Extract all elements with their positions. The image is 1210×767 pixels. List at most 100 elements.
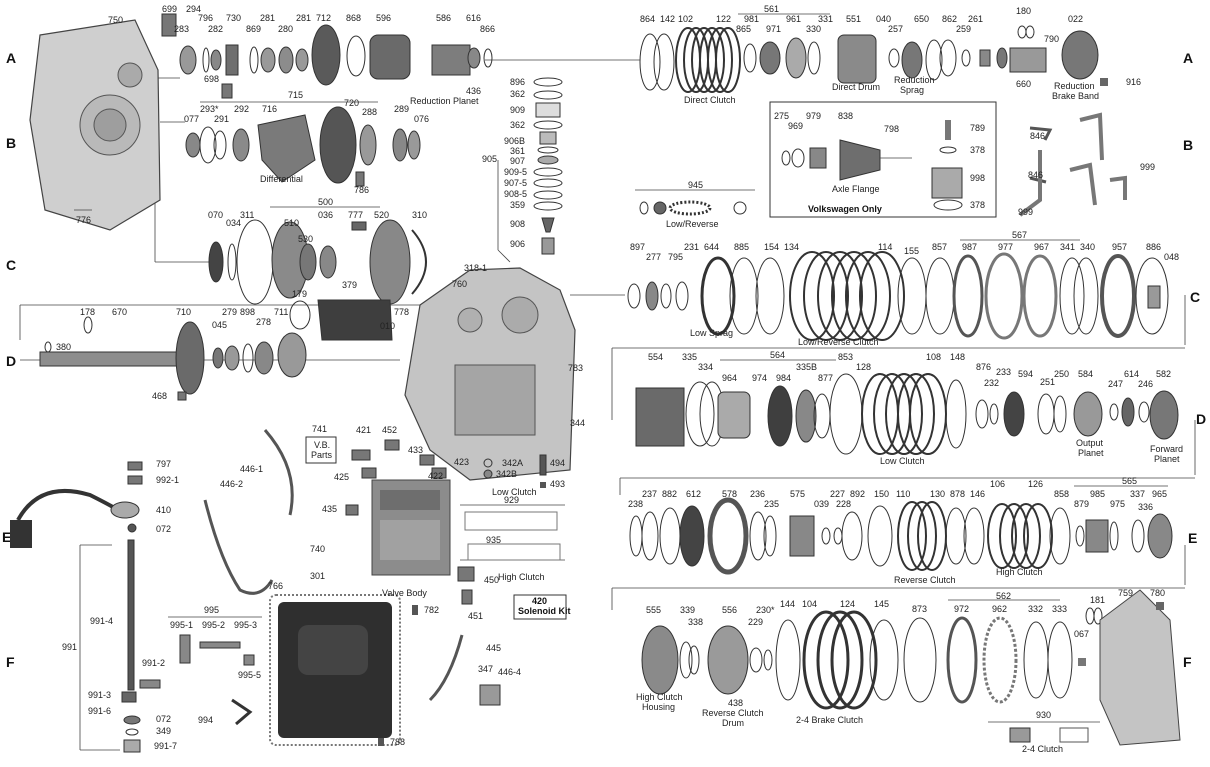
row-f-right-parts	[641, 589, 1181, 746]
row-marker-left-e: E	[2, 529, 11, 545]
row-marker-left-c: C	[6, 257, 16, 273]
part-label: 251	[1040, 377, 1055, 387]
part-label: 660	[1016, 79, 1031, 89]
caption-differential: Differential	[260, 174, 303, 184]
part-label: 766	[268, 581, 283, 591]
transmission-case-750	[29, 19, 161, 231]
part-label: 877	[818, 373, 833, 383]
part-label: 786	[354, 185, 369, 195]
part-label: 278	[256, 317, 271, 327]
part-label: 984	[776, 373, 791, 383]
row-c-left-parts	[208, 206, 427, 341]
part-label: 979	[806, 111, 821, 121]
part-label: 750	[108, 15, 123, 25]
valve-body-group	[305, 436, 567, 620]
part-label: 510	[284, 218, 299, 228]
part-label: 712	[316, 13, 331, 23]
part-label: 077	[184, 114, 199, 124]
part-label: 715	[288, 90, 303, 100]
part-label: 048	[1164, 252, 1179, 262]
part-label: 144	[780, 599, 795, 609]
part-label: 957	[1112, 242, 1127, 252]
part-label: 909-5	[504, 167, 527, 177]
row-marker-right-a: A	[1183, 50, 1193, 66]
transmission-case-760	[404, 267, 576, 481]
part-label: 076	[414, 114, 429, 124]
caption-low-clutch: Low Clutch	[880, 456, 925, 466]
part-label: 759	[1118, 588, 1133, 598]
part-label: 991-6	[88, 706, 111, 716]
caption-2-4-clutch: 2-4 Clutch	[1022, 744, 1063, 754]
part-label: 906	[510, 239, 525, 249]
part-label: 977	[998, 242, 1013, 252]
part-label: 797	[156, 459, 171, 469]
part-label: 869	[246, 24, 261, 34]
part-label: 146	[970, 489, 985, 499]
part-label: 909	[510, 105, 525, 115]
part-label: 788	[390, 737, 405, 747]
part-label: 380	[56, 342, 71, 352]
part-label: 361	[510, 146, 525, 156]
part-label: 232	[984, 378, 999, 388]
part-label: 040	[876, 14, 891, 24]
part-label: 036	[318, 210, 333, 220]
part-label: 596	[376, 13, 391, 23]
row-marker-right-b: B	[1183, 137, 1193, 153]
part-label: 282	[208, 24, 223, 34]
part-label: 145	[874, 599, 889, 609]
part-label: 336	[1138, 502, 1153, 512]
part-label: 333	[1052, 604, 1067, 614]
part-label: 155	[904, 246, 919, 256]
part-label: 838	[838, 111, 853, 121]
caption-low-reverse-clutch: Low/Reverse Clutch	[798, 337, 879, 347]
part-label: 451	[468, 611, 483, 621]
row-marker-right-d: D	[1196, 411, 1206, 427]
part-label: 010	[380, 321, 395, 331]
part-label: 991-4	[90, 616, 113, 626]
part-label: 379	[342, 280, 357, 290]
part-label: 908-5	[504, 189, 527, 199]
part-label: 582	[1156, 369, 1171, 379]
part-label: 134	[784, 242, 799, 252]
part-label: 866	[480, 24, 495, 34]
part-label: 992-1	[156, 475, 179, 485]
part-label: 236	[750, 489, 765, 499]
part-label: 995-2	[202, 620, 225, 630]
row-marker-left-f: F	[6, 654, 15, 670]
part-label: 575	[790, 489, 805, 499]
part-label: 493	[550, 479, 565, 489]
part-label: 142	[660, 14, 675, 24]
part-label: 995-3	[234, 620, 257, 630]
row-markers: A B C D E F A B C D E F	[2, 50, 1206, 670]
part-label: 230*	[756, 605, 775, 615]
part-label: 288	[362, 107, 377, 117]
part-label: 154	[764, 242, 779, 252]
part-label: 972	[954, 604, 969, 614]
part-label: 228	[836, 499, 851, 509]
part-label: 339	[680, 605, 695, 615]
part-label: 857	[932, 242, 947, 252]
part-label: 294	[186, 4, 201, 14]
part-label: 670	[112, 307, 127, 317]
part-label: 868	[346, 13, 361, 23]
part-label: 995-5	[238, 670, 261, 680]
caption-high-clutch: High Clutch	[996, 567, 1043, 577]
part-label: 277	[646, 252, 661, 262]
part-label: 330	[806, 24, 821, 34]
part-label: 555	[646, 605, 661, 615]
part-label: 301	[310, 571, 325, 581]
caption-high-clutch-kit: High Clutch	[498, 572, 545, 582]
part-label: 985	[1090, 489, 1105, 499]
part-label: 650	[914, 14, 929, 24]
part-label: 994	[198, 715, 213, 725]
part-label: 104	[802, 599, 817, 609]
assembly-captions: Reduction Planet Differential Direct Clu…	[260, 75, 1183, 754]
row-d-right-parts	[635, 359, 1179, 455]
part-label: 698	[204, 74, 219, 84]
part-label: 289	[394, 104, 409, 114]
part-label: 259	[956, 24, 971, 34]
part-label: 965	[1152, 489, 1167, 499]
valve-spring-stack-905	[533, 77, 563, 255]
